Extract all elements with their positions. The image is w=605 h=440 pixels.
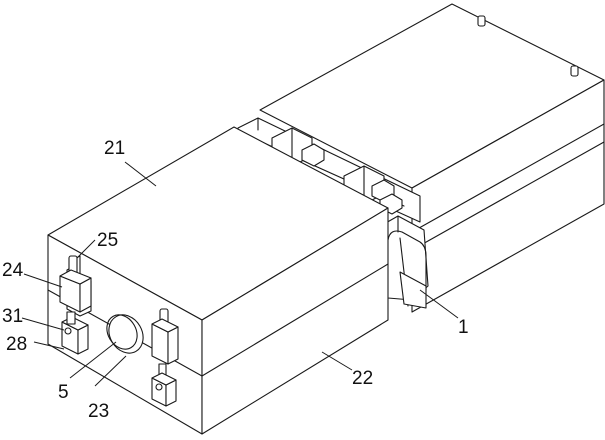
callout-labels: 21 25 24 31 28 5 23 22 1 bbox=[2, 138, 469, 422]
left-lower-clamp bbox=[61, 311, 89, 355]
rear-housing bbox=[259, 3, 605, 313]
left-upper-clamp bbox=[59, 255, 92, 317]
round-port bbox=[106, 314, 144, 354]
callout-24: 24 bbox=[2, 260, 24, 281]
callout-21: 21 bbox=[104, 138, 125, 159]
callout-31: 31 bbox=[2, 306, 23, 327]
callout-23: 23 bbox=[88, 401, 109, 422]
callout-1: 1 bbox=[458, 317, 469, 338]
leader-lines bbox=[21, 161, 459, 387]
rear-top-pin bbox=[477, 15, 579, 77]
right-upper-clamp bbox=[151, 308, 179, 365]
callout-22: 22 bbox=[352, 368, 373, 389]
callout-25: 25 bbox=[97, 230, 118, 251]
middle-link-frame bbox=[383, 215, 429, 309]
callout-5: 5 bbox=[58, 382, 69, 403]
right-lower-clamp bbox=[151, 363, 177, 407]
callout-28: 28 bbox=[6, 334, 27, 355]
